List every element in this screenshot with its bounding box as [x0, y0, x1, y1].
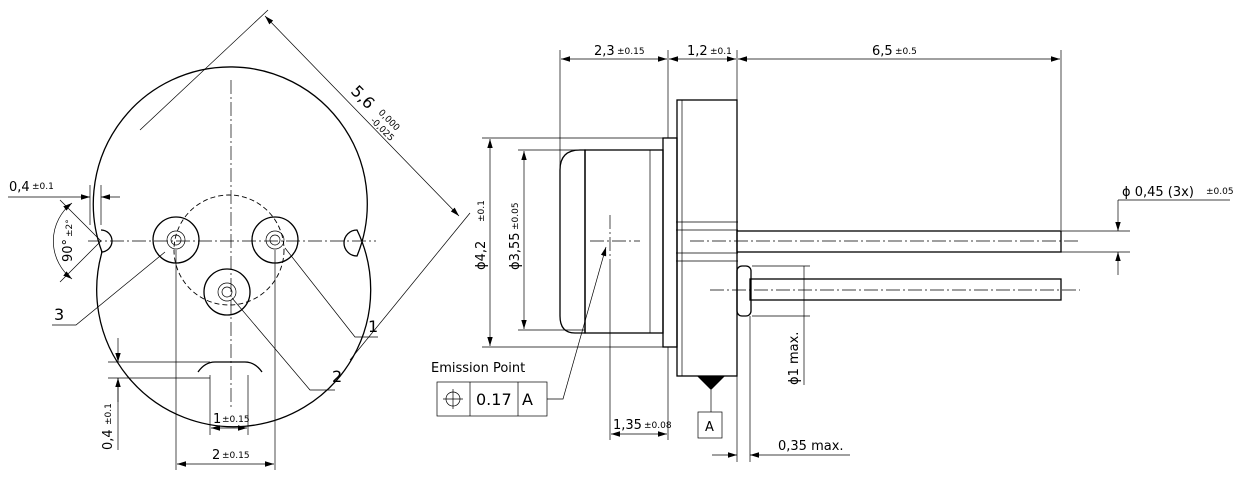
cap-length-tol: ±0.15	[617, 47, 645, 57]
pin-lower	[749, 278, 1062, 301]
cap-diameter-tol: ±0.05	[511, 202, 521, 230]
pin-circle	[173, 194, 285, 306]
cap-diameter-label: ϕ3,55	[508, 232, 523, 270]
diameter-dimension-line	[264, 15, 460, 217]
pin-bead	[736, 265, 752, 317]
diameter-label: 5,6	[347, 81, 378, 112]
bottom-notch-depth-tol: ±0.1	[104, 403, 114, 425]
cap-can	[584, 149, 664, 334]
pin-spacing-tol: ±0.15	[222, 451, 250, 461]
pin-label-2: 2	[332, 367, 342, 386]
cap-length-label: 2,3	[594, 44, 615, 59]
emission-depth-label: 1,35	[613, 418, 642, 433]
flange-length-tol: ±0.1	[710, 47, 732, 57]
flange-length-label: 1,2	[687, 44, 708, 59]
position-icon	[443, 389, 463, 409]
emission-depth-tol: ±0.08	[644, 421, 672, 431]
front-view: 5,6 0,000 -0,025 0,4 ±0.1 90° ±2° 0,4 ±0…	[8, 9, 471, 470]
pin-offset-label: 0,35 max.	[778, 439, 844, 454]
pin-upper	[736, 230, 1062, 253]
front-outline	[92, 66, 372, 428]
pin-spacing-label: 2	[212, 448, 220, 463]
datum-triangle	[697, 376, 725, 390]
pin-bottom	[203, 268, 251, 316]
notch-angle-label: 90°	[61, 239, 76, 262]
notch-angle-arc	[52, 202, 73, 280]
pin-diameter-tol: ±0.05	[1206, 187, 1234, 197]
datum-label: A	[705, 420, 714, 435]
bottom-notch-depth-label: 0,4	[101, 429, 116, 450]
side-view: A 2,3 ±0.15 1,2 ±0.1 6,5 ±0.5 ϕ 0,45	[431, 44, 1234, 462]
bead-diameter-label: ϕ1 max.	[787, 332, 802, 385]
datum-box	[697, 411, 723, 439]
flange-diameter-label: ϕ4,2	[474, 241, 489, 270]
header-flange	[676, 99, 738, 377]
notch-width-tol: ±0.1	[32, 182, 54, 192]
bottom-notch-width-tol: ±0.15	[222, 415, 250, 425]
notch-angle-tol: ±2°	[65, 219, 75, 237]
bottom-notch	[197, 361, 263, 373]
position-datum-ref: A	[522, 390, 533, 409]
pin-length-label: 6,5	[872, 44, 893, 59]
pin-label-3: 3	[54, 305, 64, 324]
cap-flange-step	[662, 137, 678, 348]
cap-body	[559, 149, 586, 334]
emission-point-label: Emission Point	[431, 361, 525, 376]
pin-label-1: 1	[368, 317, 378, 336]
position-tolerance-value: 0.17	[476, 390, 512, 409]
emission-leader	[547, 246, 607, 400]
feature-control-frame: 0.17 A	[436, 381, 548, 417]
flange-diameter-tol: ±0.1	[477, 200, 487, 222]
pin-length-tol: ±0.5	[895, 47, 917, 57]
notch-width-label: 0,4	[9, 180, 30, 195]
pin-diameter-label: ϕ 0,45 (3x)	[1122, 185, 1194, 200]
bottom-notch-width-label: 1	[213, 412, 221, 427]
